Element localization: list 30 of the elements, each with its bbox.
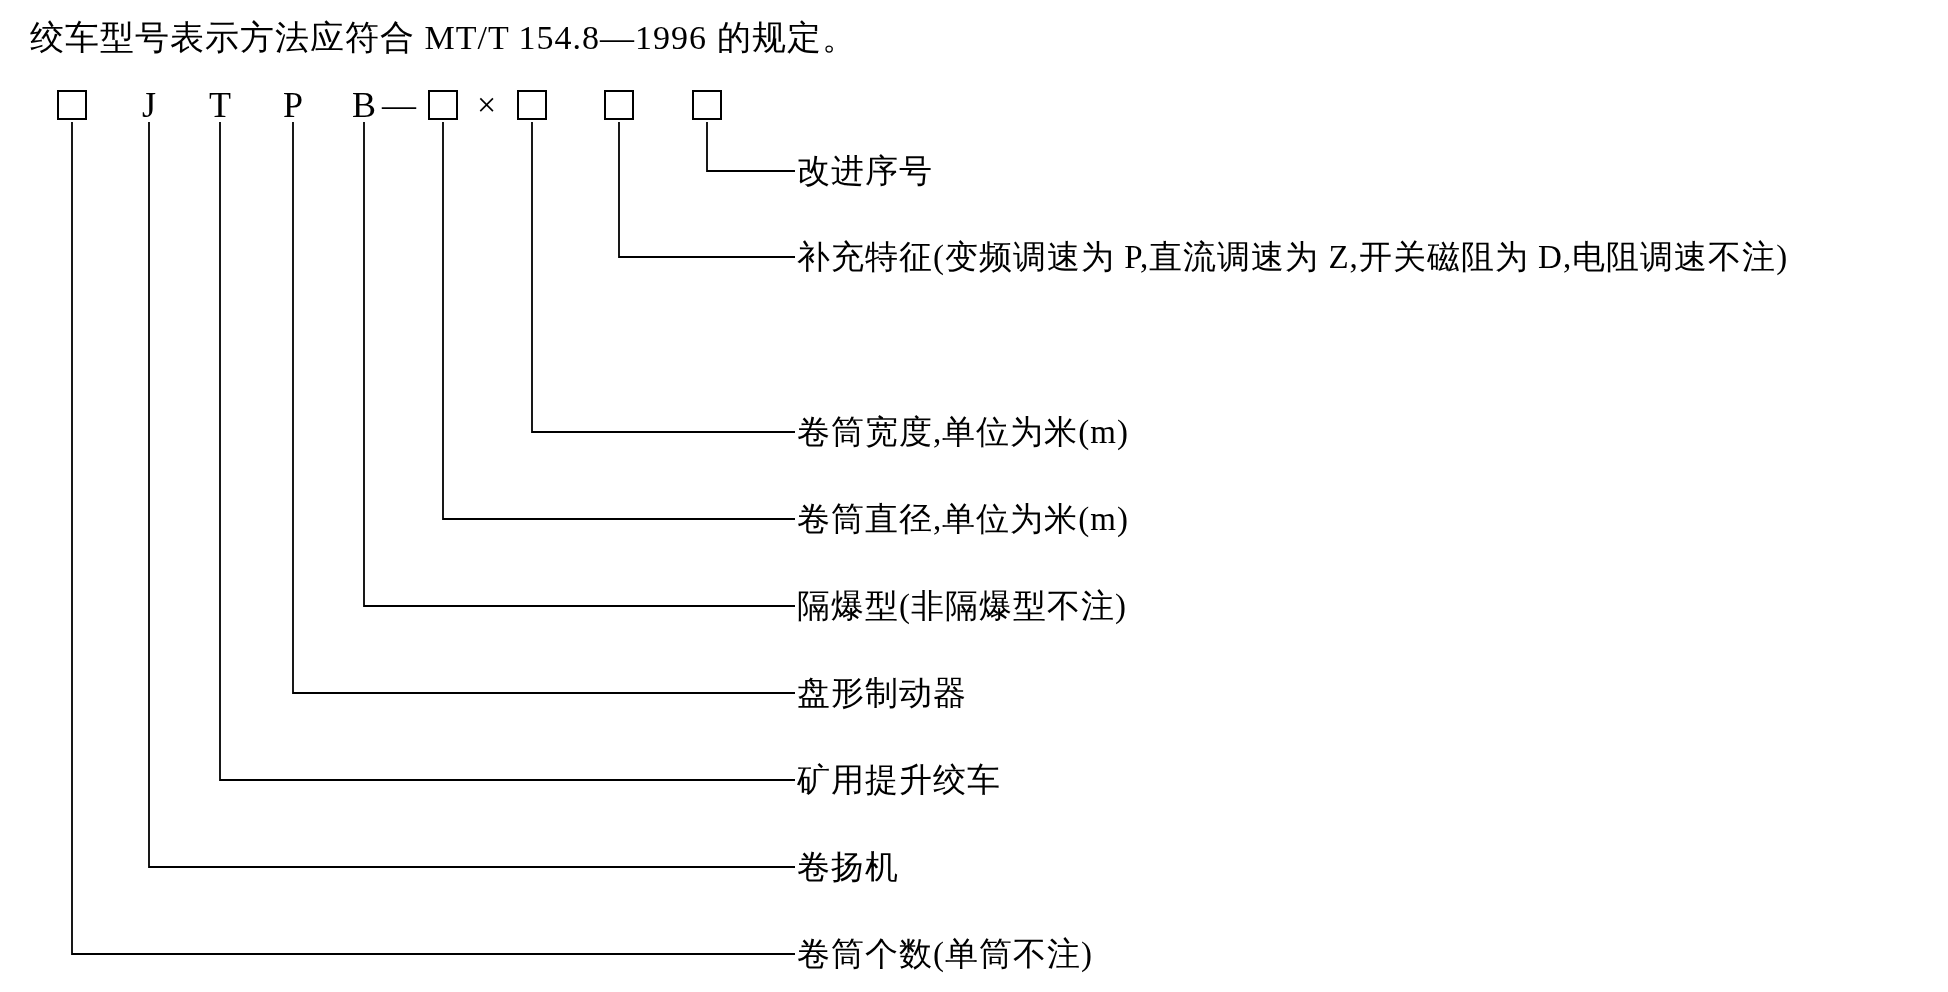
code-letter: P <box>276 86 310 124</box>
code-symbol: — <box>382 86 416 124</box>
description-text: 卷扬机 <box>797 845 1857 889</box>
leader-line <box>442 121 796 520</box>
blank-box <box>604 90 634 120</box>
leader-line <box>219 121 796 781</box>
description-text: 改进序号 <box>797 149 1857 193</box>
description-text: 补充特征(变频调速为 P,直流调速为 Z,开关磁阻为 D,电阻调速不注) <box>797 235 1857 279</box>
blank-box <box>517 90 547 120</box>
description-text: 盘形制动器 <box>797 671 1857 715</box>
description-text: 卷筒宽度,单位为米(m) <box>797 410 1857 454</box>
code-symbol: × <box>477 86 497 124</box>
description-text: 卷筒个数(单筒不注) <box>797 932 1857 976</box>
leader-line <box>71 121 796 955</box>
blank-box <box>692 90 722 120</box>
leader-line <box>292 121 796 694</box>
leader-line <box>148 121 796 868</box>
description-text: 矿用提升绞车 <box>797 758 1857 802</box>
code-letter: B <box>347 86 381 124</box>
description-text: 隔爆型(非隔爆型不注) <box>797 584 1857 628</box>
code-letter: J <box>132 86 166 124</box>
code-letter: T <box>203 86 237 124</box>
leader-line <box>618 121 796 258</box>
leader-line <box>363 121 796 607</box>
blank-box <box>428 90 458 120</box>
heading-text: 绞车型号表示方法应符合 MT/T 154.8—1996 的规定。 <box>30 18 857 58</box>
blank-box <box>57 90 87 120</box>
leader-line <box>706 121 796 172</box>
leader-line <box>531 121 796 433</box>
description-text: 卷筒直径,单位为米(m) <box>797 497 1857 541</box>
